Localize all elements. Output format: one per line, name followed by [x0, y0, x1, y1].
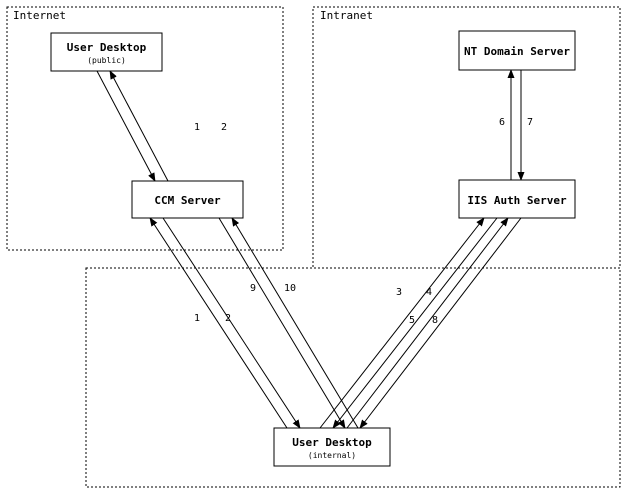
- flow-step-label-flow-1-internal: 1: [194, 313, 200, 324]
- flow-arrow-flow-1-internal: [149, 217, 288, 429]
- flow-arrow-flow-1-public: [96, 70, 156, 182]
- flow-arrow-flow-8: [359, 217, 522, 429]
- node-subtitle-user-desktop-internal: (internal): [308, 451, 356, 460]
- nodes-layer: User Desktop (public) CCM Server NT Domain …: [50, 30, 576, 467]
- flow-arrow-flow-3: [319, 217, 485, 429]
- flow-step-label-flow-10: 10: [284, 283, 296, 294]
- node-ccm-server: CCM Server: [131, 180, 244, 219]
- flows-layer: [96, 69, 525, 429]
- node-user-desktop-public: User Desktop (public): [50, 32, 163, 72]
- flow-step-label-flow-4: 4: [426, 287, 432, 298]
- flow-step-label-flow-7: 7: [527, 117, 533, 128]
- node-box-user-desktop-internal: [273, 427, 391, 467]
- zone-label-internet: Internet: [13, 9, 66, 22]
- node-box-user-desktop-public: [50, 32, 163, 72]
- node-box-nt-domain-server: [458, 30, 576, 71]
- flow-step-label-flow-2-internal: 2: [225, 313, 231, 324]
- zones-layer: Internet Intranet: [6, 6, 621, 488]
- zone-label-intranet: Intranet: [320, 9, 373, 22]
- flow-arrow-flow-4: [332, 217, 498, 429]
- node-user-desktop-internal: User Desktop (internal): [273, 427, 391, 467]
- zone-boundary-internet: [6, 6, 284, 251]
- flow-labels-layer: 1 2 6 7 9 10 1 2 3 4 5 8: [194, 117, 533, 326]
- flow-step-label-flow-6: 6: [499, 117, 505, 128]
- node-box-ccm-server: [131, 180, 244, 219]
- node-nt-domain-server: NT Domain Server: [458, 30, 576, 71]
- flow-step-label-flow-3: 3: [396, 287, 402, 298]
- flow-arrow-flow-9: [218, 217, 346, 429]
- flow-step-label-flow-5: 5: [409, 315, 415, 326]
- flow-step-label-flow-9: 9: [250, 283, 256, 294]
- node-iis-auth-server: IIS Auth Server: [458, 179, 576, 219]
- node-title-user-desktop-internal: User Desktop: [292, 436, 372, 449]
- flow-arrow-flow-5: [346, 217, 509, 429]
- flow-arrow-flow-2-internal: [162, 217, 301, 429]
- node-title-nt-domain-server: NT Domain Server: [464, 45, 570, 58]
- zone-boundary-internal: [85, 267, 621, 488]
- flow-arrow-flow-2-public: [109, 70, 169, 182]
- flow-arrow-flow-10: [231, 217, 359, 429]
- flow-step-label-flow-8: 8: [432, 315, 438, 326]
- node-box-iis-auth-server: [458, 179, 576, 219]
- node-title-user-desktop-public: User Desktop: [67, 41, 147, 54]
- flow-step-label-flow-2-public: 2: [221, 122, 227, 133]
- node-subtitle-user-desktop-public: (public): [87, 56, 126, 65]
- node-title-ccm-server: CCM Server: [154, 194, 221, 207]
- flow-step-label-flow-1-public: 1: [194, 122, 200, 133]
- node-title-iis-auth-server: IIS Auth Server: [467, 194, 567, 207]
